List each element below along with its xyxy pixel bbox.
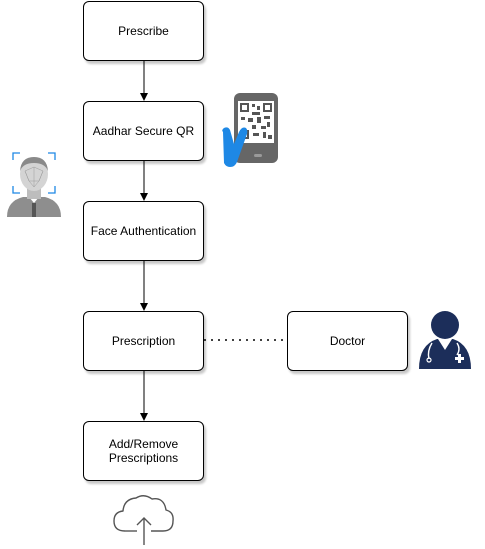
doctor-icon [419,311,471,369]
node-doctor[interactable]: Doctor [287,311,408,371]
face-scan-person-icon [7,152,61,217]
node-add-remove-prescriptions[interactable]: Add/Remove Prescriptions [83,421,204,481]
node-prescription[interactable]: Prescription [83,311,204,371]
node-prescribe[interactable]: Prescribe [83,1,204,61]
node-face-authentication[interactable]: Face Authentication [83,201,204,261]
node-aadhar-secure-qr[interactable]: Aadhar Secure QR [83,101,204,161]
cloud-upload-icon [113,495,174,545]
qr-code-phone-icon [222,93,278,167]
